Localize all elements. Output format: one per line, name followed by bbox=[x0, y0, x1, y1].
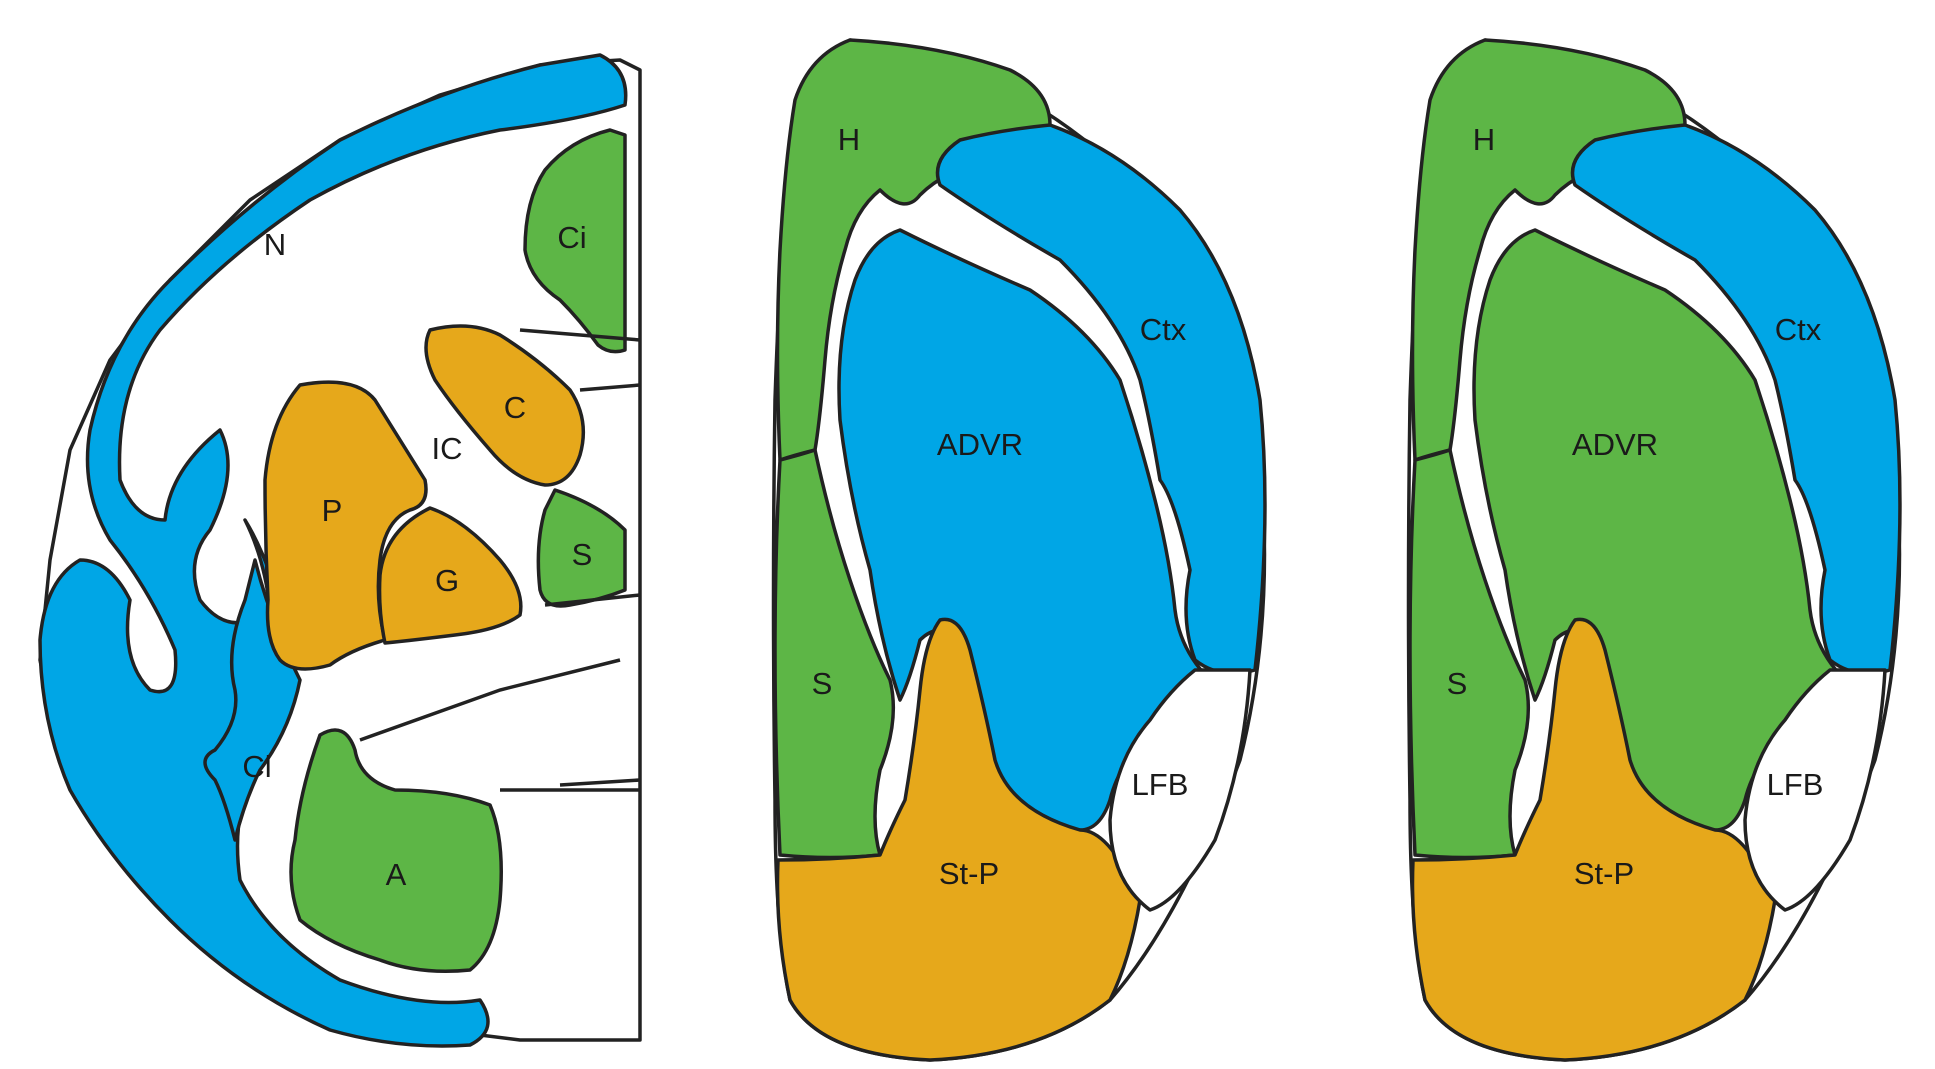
label-A: A bbox=[386, 857, 407, 892]
region-A bbox=[289, 728, 503, 973]
label-H-panel-3: H bbox=[1473, 122, 1495, 157]
panel-3: H Ctx ADVR S LFB St-P bbox=[1406, 38, 1902, 1062]
region-S-panel-3 bbox=[1408, 448, 1531, 860]
label-N: N bbox=[264, 227, 286, 262]
label-ADVR-panel-2: ADVR bbox=[937, 427, 1023, 462]
region-N bbox=[38, 53, 628, 1048]
label-IC: IC bbox=[432, 431, 463, 466]
label-G: G bbox=[435, 563, 459, 598]
region-ADVR-panel-2 bbox=[837, 228, 1248, 832]
label-Ci: Ci bbox=[557, 220, 586, 255]
region-LFB-panel-3 bbox=[1743, 668, 1887, 912]
region-StP-panel-2 bbox=[775, 617, 1142, 1062]
panel-1-inner-lines bbox=[359, 328, 641, 792]
label-C: C bbox=[504, 390, 526, 425]
region-S-panel-1 bbox=[536, 488, 627, 608]
label-Cl: Cl bbox=[242, 749, 271, 784]
label-StP-panel-2: St-P bbox=[939, 856, 999, 891]
label-Ctx-panel-2: Ctx bbox=[1140, 312, 1187, 347]
label-Ctx-panel-3: Ctx bbox=[1775, 312, 1822, 347]
label-LFB-panel-3: LFB bbox=[1767, 767, 1824, 802]
region-Ci bbox=[523, 128, 627, 354]
region-LFB-panel-2 bbox=[1108, 668, 1252, 912]
region-C bbox=[424, 324, 586, 487]
region-Ctx-panel-3 bbox=[1570, 123, 1902, 676]
label-H-panel-2: H bbox=[838, 122, 860, 157]
region-S-panel-2 bbox=[773, 448, 896, 860]
region-StP-panel-3 bbox=[1410, 617, 1777, 1062]
label-S-panel-3: S bbox=[1447, 666, 1468, 701]
label-S-panel-1: S bbox=[572, 537, 593, 572]
region-ADVR-panel-3 bbox=[1472, 228, 1883, 832]
region-Ctx-panel-2 bbox=[935, 123, 1267, 676]
label-LFB-panel-2: LFB bbox=[1132, 767, 1189, 802]
region-G bbox=[377, 506, 523, 645]
label-StP-panel-3: St-P bbox=[1574, 856, 1634, 891]
panel-1: N Ci C IC P G S Cl A bbox=[38, 53, 642, 1048]
label-ADVR-panel-3: ADVR bbox=[1572, 427, 1658, 462]
panel-2: H Ctx ADVR S LFB St-P bbox=[771, 38, 1267, 1062]
label-S-panel-2: S bbox=[812, 666, 833, 701]
label-P: P bbox=[322, 493, 343, 528]
